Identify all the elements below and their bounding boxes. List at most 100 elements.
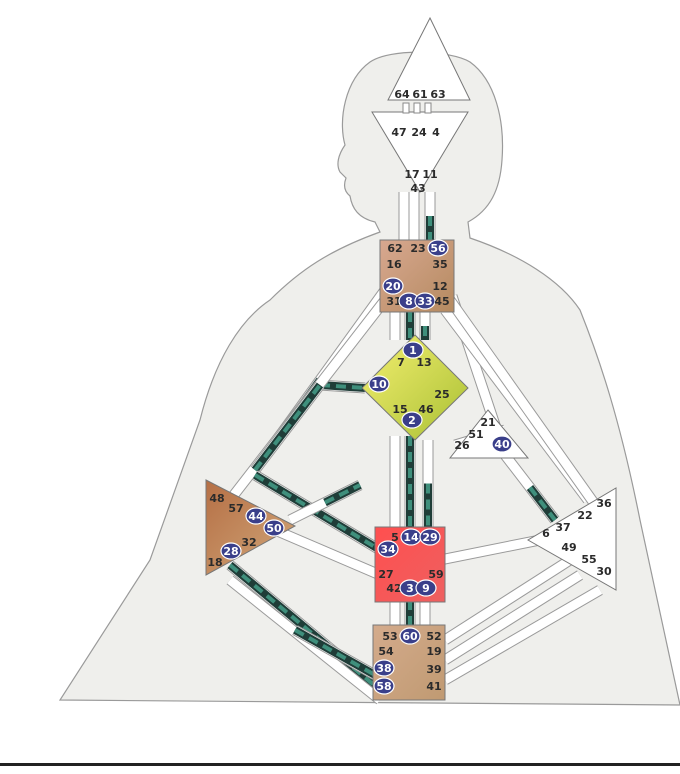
- center-head: [387, 16, 471, 101]
- gate-52-label: 52: [426, 630, 441, 643]
- gate-50-label: 50: [266, 522, 282, 535]
- channel-26: [442, 570, 583, 665]
- gate-54: 54: [378, 645, 394, 658]
- gate-10-label: 10: [371, 378, 387, 391]
- gate-5: 5: [391, 531, 399, 544]
- gate-56-marker: [427, 239, 449, 257]
- gate-21-label: 21: [480, 416, 495, 429]
- gate-23-label: 23: [410, 242, 425, 255]
- gate-36: 36: [596, 497, 612, 510]
- gate-46-label: 46: [418, 403, 434, 416]
- gate-22: 22: [577, 509, 592, 522]
- gate-60-label: 60: [402, 630, 418, 643]
- gate-18-label: 18: [207, 556, 222, 569]
- gate-35-label: 35: [432, 258, 447, 271]
- gate-51: 51: [468, 428, 483, 441]
- channel-16: [252, 470, 383, 555]
- gate-59-label: 59: [428, 568, 443, 581]
- gate-2-label: 2: [408, 414, 416, 427]
- gate-20-marker: [382, 277, 404, 295]
- gate-25: 25: [434, 388, 449, 401]
- gate-7-label: 7: [397, 356, 405, 369]
- gate-50-marker: [263, 519, 285, 537]
- gate-34: 34: [377, 540, 399, 558]
- gate-48-label: 48: [209, 492, 224, 505]
- gate-19: 19: [426, 645, 441, 658]
- bottom-border-line: [0, 763, 680, 766]
- head-ajna-link-2: [424, 102, 432, 114]
- gate-44-label: 44: [248, 510, 264, 523]
- gate-8-label: 8: [405, 295, 413, 308]
- gate-63-label: 63: [430, 88, 445, 101]
- gate-10: 10: [368, 375, 390, 393]
- gate-32-label: 32: [241, 536, 256, 549]
- gate-57-label: 57: [228, 502, 243, 515]
- gate-58-marker: [373, 677, 395, 695]
- gate-41: 41: [426, 680, 441, 693]
- gate-22-label: 22: [577, 509, 592, 522]
- gate-47: 47: [391, 126, 406, 139]
- gate-53-label: 53: [382, 630, 397, 643]
- gate-9-label: 9: [422, 582, 430, 595]
- gate-47-label: 47: [391, 126, 406, 139]
- gate-40: 40: [491, 435, 513, 453]
- gate-33: 33: [414, 292, 436, 310]
- gate-14: 14: [400, 528, 422, 546]
- channel-25: [442, 555, 573, 645]
- gate-37: 37: [555, 521, 570, 534]
- gate-40-marker: [491, 435, 513, 453]
- gate-25-label: 25: [434, 388, 449, 401]
- gate-15: 15: [392, 403, 407, 416]
- gate-20-label: 20: [385, 280, 401, 293]
- gate-13-label: 13: [416, 356, 431, 369]
- gate-37-label: 37: [555, 521, 570, 534]
- gate-29-marker: [419, 528, 441, 546]
- gate-1: 1: [402, 341, 424, 359]
- gate-3-label: 3: [406, 582, 414, 595]
- gate-23: 23: [410, 242, 425, 255]
- gate-34-label: 34: [380, 543, 396, 556]
- gate-16-label: 16: [386, 258, 402, 271]
- gate-17: 17: [404, 168, 419, 181]
- gate-31: 31: [386, 295, 401, 308]
- gate-62-label: 62: [387, 242, 402, 255]
- gate-38-marker: [373, 659, 395, 677]
- gate-29: 29: [419, 528, 441, 546]
- gate-1-label: 1: [409, 344, 417, 357]
- gate-7: 7: [397, 356, 405, 369]
- gate-27: 27: [378, 568, 393, 581]
- gate-46: 46: [418, 403, 434, 416]
- gate-43-label: 43: [410, 182, 425, 195]
- gate-52: 52: [426, 630, 441, 643]
- gate-50: 50: [263, 519, 285, 537]
- gate-58: 58: [373, 677, 395, 695]
- gate-16: 16: [386, 258, 402, 271]
- gate-28-label: 28: [223, 545, 238, 558]
- gate-39-label: 39: [426, 663, 441, 676]
- gate-26: 26: [454, 439, 470, 452]
- gate-56-label: 56: [430, 242, 446, 255]
- gate-51-label: 51: [468, 428, 483, 441]
- channel-24: [292, 625, 378, 680]
- gate-38-label: 38: [376, 662, 391, 675]
- gate-60-marker: [399, 627, 421, 645]
- gate-55-label: 55: [581, 553, 596, 566]
- gate-1-marker: [402, 341, 424, 359]
- body-silhouette: [58, 51, 680, 706]
- channel-12: [250, 381, 325, 474]
- gate-18: 18: [207, 556, 222, 569]
- gate-9: 9: [415, 579, 437, 597]
- gate-28-marker: [220, 542, 242, 560]
- gate-26-label: 26: [454, 439, 470, 452]
- gate-4: 4: [432, 126, 440, 139]
- gate-15-label: 15: [392, 403, 407, 416]
- gate-64: 64: [394, 88, 410, 101]
- gate-17-label: 17: [404, 168, 419, 181]
- head-ajna-link-1: [413, 102, 421, 114]
- gate-30: 30: [596, 565, 612, 578]
- gate-49-label: 49: [561, 541, 576, 554]
- gate-33-marker: [414, 292, 436, 310]
- gate-55: 55: [581, 553, 596, 566]
- gate-27-label: 27: [378, 568, 393, 581]
- channel-20: [500, 451, 560, 524]
